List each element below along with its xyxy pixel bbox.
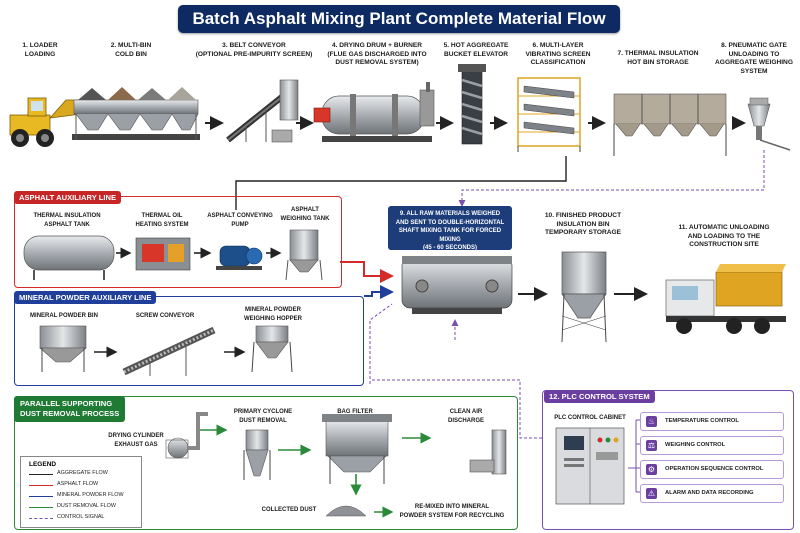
legend-line-dust: [29, 507, 53, 508]
asphalt-pump-label: ASPHALT CONVEYING PUMP: [207, 213, 273, 228]
mineral-line-title: Mineral Powder Auxiliary Line: [14, 291, 157, 304]
cold-bin-icon: [72, 87, 200, 140]
step-5-label: 5. HOT AGGREGATE BUCKET ELEVATOR: [443, 42, 509, 58]
thermometer-icon: ♨: [646, 416, 657, 427]
insulation-bin-icon: [561, 251, 607, 343]
step-3-label: 3. BELT CONVEYOR (OPTIONAL PRE-IMPURITY …: [195, 42, 313, 58]
dust-line-title: Parallel Supporting Dust Removal Process: [14, 396, 126, 422]
exhaust-gas-label: DRYING CYLINDER EXHAUST GAS: [108, 433, 164, 448]
dust-line-box: [14, 396, 518, 530]
asphalt-tank-icon: [23, 235, 115, 280]
legend-item-control: CONTROL SIGNAL: [57, 514, 105, 520]
mineral-hopper-label: MINERAL POWDER WEIGHING HOPPER: [243, 307, 302, 322]
asphalt-weighing-tank-icon: [285, 229, 323, 281]
step-8-label: 8. PNEUMATIC GATE UNLOADING TO AGGREGATE…: [715, 42, 793, 75]
dust-pile-icon: [325, 505, 367, 517]
pneumatic-gate-icon: [747, 97, 791, 151]
hot-bin-icon: [613, 93, 727, 156]
plc-title: 12. PLC Control System: [544, 390, 655, 403]
legend-line-mineral: [29, 496, 53, 497]
legend-line-aggregate: [29, 474, 53, 475]
plc-item-alarm: ⚠Alarm and Data Recording: [640, 484, 784, 503]
screw-conveyor-icon: [122, 326, 216, 376]
recycle-label: RE-MIXED INTO MINERAL POWDER SYSTEM FOR …: [399, 504, 505, 519]
bag-filter-icon: [322, 414, 392, 484]
legend-item-mineral: MINERAL POWDER FLOW: [57, 492, 124, 498]
page-title: Batch Asphalt Mixing Plant Complete Mate…: [178, 5, 620, 33]
asphalt-line-box: [14, 196, 342, 288]
legend-item-dust: DUST REMOVAL FLOW: [57, 503, 116, 509]
step-10-label: 10. FINISHED PRODUCT INSULATION BIN TEMP…: [544, 212, 622, 236]
plc-cabinet-label: PLC CONTROL CABINET: [554, 415, 626, 421]
mineral-weighing-hopper-icon: [251, 325, 293, 373]
plc-box: [542, 390, 794, 530]
dump-truck-icon: [665, 264, 786, 334]
scale-icon: ⚖: [646, 440, 657, 451]
legend-item-aggregate: AGGREGATE FLOW: [57, 470, 108, 476]
plc-item-sequence: ⚙Operation Sequence Control: [640, 460, 784, 479]
legend: LEGEND AGGREGATE FLOW ASPHALT FLOW MINER…: [20, 456, 142, 528]
screw-conveyor-label: SCREW CONVEYOR: [135, 313, 195, 319]
asphalt-tank-label: THERMAL INSULATION ASPHALT TANK: [33, 213, 101, 228]
legend-line-asphalt: [29, 485, 53, 486]
belt-conveyor-icon: [226, 79, 299, 143]
step-4-label: 4. DRYING DRUM + BURNER (FLUE GAS DISCHA…: [327, 42, 427, 66]
bag-filter-label: BAG FILTER: [337, 409, 373, 415]
step-2-label: 2. MULTI-BIN COLD BIN: [110, 42, 152, 58]
step-1-label: 1. LOADER LOADING: [22, 42, 58, 58]
step-11-label: 11. AUTOMATIC UNLOADING AND LOADING TO T…: [678, 224, 770, 248]
cyclone-label: PRIMARY CYCLONE DUST REMOVAL: [233, 409, 293, 424]
asphalt-line-title: Asphalt Auxiliary Line: [14, 191, 122, 204]
mineral-bin-label: MINERAL POWDER BIN: [30, 313, 98, 319]
loader-icon: [9, 97, 81, 147]
thermal-oil-heater-icon: [135, 237, 191, 271]
mixing-tank-icon: [401, 256, 513, 314]
drying-drum-icon: [313, 82, 435, 142]
plc-cabinet-icon: [555, 427, 625, 505]
clean-air-label: CLEAN AIR DISCHARGE: [447, 409, 484, 424]
legend-item-asphalt: ASPHALT FLOW: [57, 481, 99, 487]
asphalt-weighing-label: ASPHALT WEIGHING TANK: [280, 207, 330, 222]
step-6-label: 6. MULTI-LAYER VIBRATING SCREEN CLASSIFI…: [525, 42, 591, 66]
cyclone-icon: [243, 429, 271, 480]
bucket-elevator-icon: [458, 64, 486, 145]
mineral-line-box: [14, 296, 364, 386]
bell-icon: ⚠: [646, 488, 657, 499]
exhaust-fan-icon: [165, 412, 208, 459]
legend-title: LEGEND: [29, 461, 57, 468]
mineral-powder-bin-icon: [39, 325, 87, 372]
plc-item-temperature: ♨Temperature Control: [640, 412, 784, 431]
thermal-oil-label: THERMAL OIL HEATING SYSTEM: [135, 213, 189, 228]
asphalt-pump-icon: [216, 245, 263, 270]
gear-icon: ⚙: [646, 464, 657, 475]
step-9-label: 9. ALL RAW MATERIALS WEIGHED AND SENT TO…: [395, 211, 505, 252]
collected-dust-label: COLLECTED DUST: [261, 507, 317, 513]
legend-line-control: [29, 518, 53, 519]
chimney-icon: [469, 429, 507, 475]
step-7-label: 7. THERMAL INSULATION HOT BIN STORAGE: [617, 50, 699, 66]
plc-item-weighing: ⚖Weighing Control: [640, 436, 784, 455]
mixing-step-box: [388, 206, 512, 250]
vibrating-screen-icon: [517, 77, 581, 152]
